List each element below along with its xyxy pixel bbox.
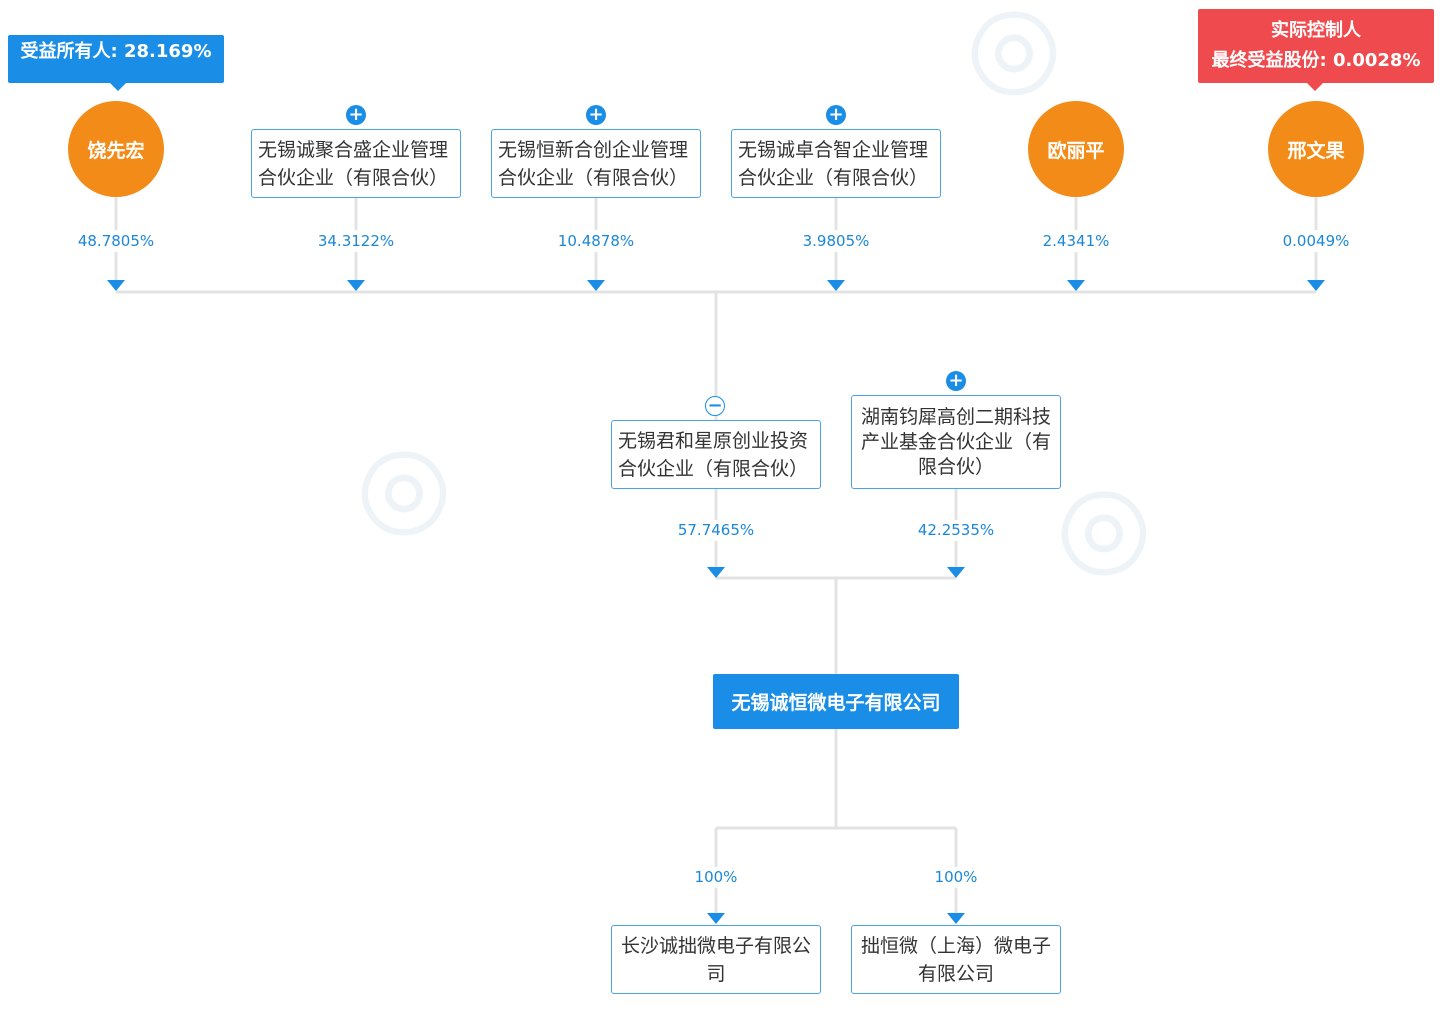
arrow-down-icon [347,280,365,291]
subsidiary-shanghai[interactable]: 拙恒微（上海）微电子有限公司 [851,925,1061,994]
subsidiary-changsha[interactable]: 长沙诚拙微电子有限公司 [611,925,821,994]
plus-icon[interactable]: + [946,371,966,391]
shareholder-company-chengju[interactable]: 无锡诚聚合盛企业管理合伙企业（有限合伙） [251,129,461,198]
final-benefit-label: 最终受益股份: 0.0028% [1211,50,1421,71]
arrow-down-icon [107,280,125,291]
percent-label: 48.7805% [56,231,176,251]
arrow-down-icon [947,567,965,578]
shareholder-person-xing[interactable]: 邢文果 [1268,101,1364,197]
arrow-down-icon [947,913,965,924]
actual-controller-tag: 实际控制人 最终受益股份: 0.0028% [1198,9,1434,91]
plus-icon[interactable]: + [826,105,846,125]
plus-icon[interactable]: + [586,105,606,125]
middle-company-hunan-junxi[interactable]: 湖南钧犀高创二期科技产业基金合伙企业（有限合伙） [851,395,1061,489]
percent-label: 10.4878% [536,231,656,251]
percent-label: 42.2535% [896,520,1016,540]
shareholder-person-ou[interactable]: 欧丽平 [1028,101,1124,197]
arrow-down-icon [707,567,725,578]
shareholder-company-hengxin[interactable]: 无锡恒新合创企业管理合伙企业（有限合伙） [491,129,701,198]
shareholder-person-rao[interactable]: 饶先宏 [68,101,164,197]
arrow-down-icon [1067,280,1085,291]
percent-label: 57.7465% [656,520,776,540]
actual-controller-label: 实际控制人 [1271,20,1361,41]
plus-icon[interactable]: + [346,105,366,125]
percent-label: 100% [896,867,1016,887]
target-company[interactable]: 无锡诚恒微电子有限公司 [713,674,959,729]
shareholder-company-chengzhuo[interactable]: 无锡诚卓合智企业管理合伙企业（有限合伙） [731,129,941,198]
beneficial-owner-tag: 受益所有人: 28.169% [8,35,224,91]
percent-label: 2.4341% [1016,231,1136,251]
arrow-down-icon [587,280,605,291]
arrow-down-icon [707,913,725,924]
percent-label: 3.9805% [776,231,896,251]
arrow-down-icon [827,280,845,291]
middle-company-junhe[interactable]: 无锡君和星原创业投资合伙企业（有限合伙） [611,420,821,489]
percent-label: 34.3122% [296,231,416,251]
minus-icon[interactable]: − [705,396,725,416]
arrow-down-icon [1307,280,1325,291]
percent-label: 100% [656,867,776,887]
beneficial-owner-label: 受益所有人: 28.169% [20,41,212,62]
percent-label: 0.0049% [1256,231,1376,251]
